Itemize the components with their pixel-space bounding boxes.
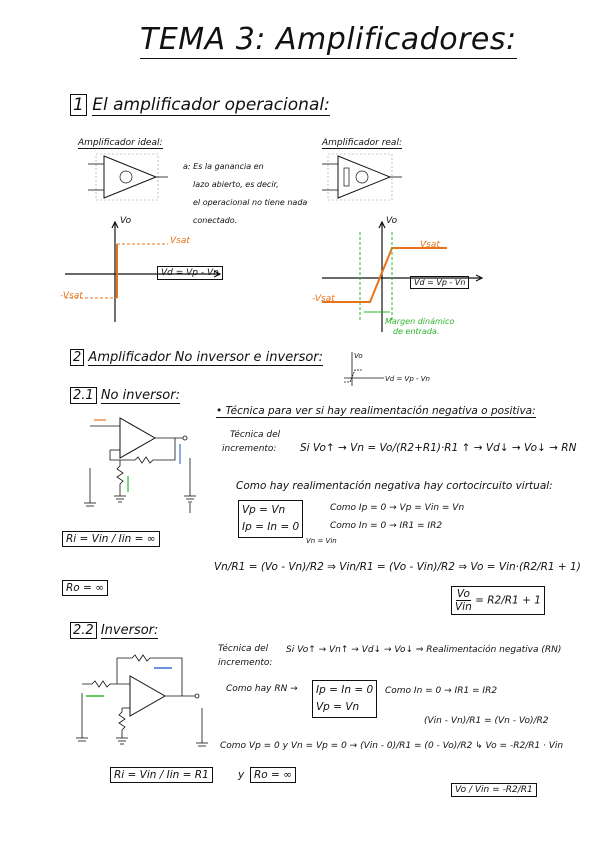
como-in-line: Como In = 0 → IR1 = IR2 bbox=[330, 521, 442, 531]
mini-vd-label: Vd = Vp - Vn bbox=[385, 375, 430, 383]
section-1-heading: 1 El amplificador operacional: bbox=[70, 94, 330, 116]
feedback-technique-text: Técnica para ver si hay realimentación n… bbox=[225, 405, 536, 417]
tech-label-1a: Técnica del bbox=[230, 430, 281, 440]
section-2-heading: 2 Amplificador No inversor e inversor: bbox=[70, 349, 324, 366]
subsection-2-1-title: No inversor: bbox=[100, 388, 180, 404]
margin-note-line-1: Margen dinámico bbox=[385, 317, 455, 326]
real-vsat-neg: -Vsat bbox=[312, 294, 335, 304]
gain-den: Vin bbox=[455, 601, 472, 613]
virtual-short-box: Vp = Vn Ip = In = 0 bbox=[238, 500, 304, 538]
ideal-vo-axis-label: Vo bbox=[120, 216, 132, 226]
non-inverting-derivation: Vn/R1 = (Vo - Vn)/R2 ⇒ Vin/R1 = (Vo - Vi… bbox=[214, 561, 581, 573]
ideal-amp-label: Amplificador ideal: bbox=[78, 138, 163, 149]
como-ip-line: Como Ip = 0 → Vp = Vin = Vn bbox=[330, 503, 465, 513]
inverting-in-zero: Como In = 0 → IR1 = IR2 bbox=[385, 686, 498, 696]
real-amp-label: Amplificador real: bbox=[322, 138, 402, 149]
subsection-2-2-heading: 2.2 Inversor: bbox=[70, 622, 159, 639]
margin-note: Margen dinámico de entrada. bbox=[385, 317, 454, 337]
section-2-title: Amplificador No inversor e inversor: bbox=[88, 350, 324, 366]
tech-label-1: Técnica del incremento: bbox=[222, 428, 281, 456]
inverting-frac-eq: (Vin - Vn)/R1 = (Vn - Vo)/R2 bbox=[424, 716, 549, 726]
ro-non-inverting: Ro = ∞ bbox=[62, 580, 108, 596]
page-title: TEMA 3: Amplificadores: bbox=[140, 22, 517, 59]
gain-note-line-3: el operacional no tiene nada bbox=[193, 198, 308, 207]
tech-label-2b: incremento: bbox=[218, 658, 273, 668]
inverting-gain-lhs: Vo / Vin bbox=[455, 785, 490, 795]
real-vo-axis-label: Vo bbox=[386, 216, 398, 226]
section-1-title: El amplificador operacional: bbox=[92, 95, 330, 116]
gain-num: Vo bbox=[455, 588, 471, 601]
ri-non-inverting: Ri = Vin / Iin = ∞ bbox=[62, 531, 160, 547]
ideal-vsat-neg: -Vsat bbox=[60, 291, 83, 301]
margin-note-line-2: de entrada. bbox=[393, 327, 440, 336]
increment-chain-1: Si Vo↑ → Vn = Vo/(R2+R1)·R1 ↑ → Vd↓ → Vo… bbox=[300, 442, 577, 454]
real-opamp-diagram bbox=[322, 153, 402, 201]
subsection-2-2-number: 2.2 bbox=[70, 622, 97, 639]
tech-label-2a: Técnica del bbox=[218, 644, 269, 654]
feedback-technique-title: • Técnica para ver si hay realimentación… bbox=[216, 405, 536, 418]
gain-rhs: = R2/R1 + 1 bbox=[475, 594, 541, 607]
inverting-gain-box: Vo / Vin = -R2/R1 bbox=[451, 783, 537, 797]
section-2-number: 2 bbox=[70, 349, 85, 366]
subsection-2-1-number: 2.1 bbox=[70, 387, 97, 404]
ideal-transfer-graph bbox=[65, 220, 222, 322]
mini-vo-label: Vo bbox=[354, 352, 363, 360]
tech-label-2: Técnica del incremento: bbox=[218, 642, 272, 670]
subsection-2-2-title: Inversor: bbox=[100, 623, 159, 639]
real-vd-label: Vd = Vp - Vn bbox=[410, 276, 470, 289]
ip-in-zero: Ip = In = 0 bbox=[316, 684, 374, 696]
section-1-number: 1 bbox=[70, 94, 87, 116]
y-connector: y bbox=[238, 769, 245, 781]
como-rn-label: Como hay RN → bbox=[226, 684, 298, 694]
subsection-2-1-heading: 2.1 No inversor: bbox=[70, 387, 180, 404]
increment-chain-2: Si Vo↑ → Vn↑ → Vd↓ → Vo↓ ⇒ Realimentació… bbox=[286, 645, 562, 655]
mini-transfer-graph bbox=[344, 352, 384, 386]
inverting-circuit bbox=[76, 654, 208, 747]
inverting-rn-box: Ip = In = 0 Vp = Vn bbox=[312, 680, 378, 718]
bullet-icon: • bbox=[216, 405, 223, 417]
real-vsat-pos: Vsat bbox=[420, 240, 440, 250]
gain-note-line-4: conectado. bbox=[193, 216, 238, 225]
real-transfer-graph bbox=[322, 220, 484, 332]
como-in-text: Como In = 0 → IR1 = IR2 bbox=[330, 521, 443, 531]
non-inverting-circuit bbox=[84, 417, 196, 513]
ideal-vd-label: Vd = Vp - Vn bbox=[157, 266, 223, 280]
virtual-short-statement: Como hay realimentación negativa hay cor… bbox=[236, 480, 553, 492]
ip-eq-in: Ip = In = 0 bbox=[242, 521, 300, 533]
ideal-opamp-diagram bbox=[88, 153, 168, 201]
gain-note: a: Es la ganancia en lazo abierto, es de… bbox=[183, 158, 307, 230]
ideal-vsat-pos: Vsat bbox=[170, 236, 190, 246]
inverting-vp-line: Como Vp = 0 y Vn = Vp = 0 → (Vin - 0)/R1… bbox=[220, 741, 564, 751]
inverting-gain-rhs: = -R2/R1 bbox=[492, 785, 533, 795]
ro-inverting: Ro = ∞ bbox=[250, 767, 296, 783]
tech-label-1b: incremento: bbox=[222, 444, 277, 454]
vn-vin-note: Vn = Vin bbox=[306, 537, 337, 545]
vp-eq-vn: Vp = Vn bbox=[242, 504, 286, 516]
gain-note-line-1: a: Es la ganancia en bbox=[183, 162, 264, 171]
gain-note-line-2: lazo abierto, es decir, bbox=[193, 180, 279, 189]
ri-inverting: Ri = Vin / Iin = R1 bbox=[110, 767, 213, 783]
vp-vn: Vp = Vn bbox=[316, 701, 360, 713]
